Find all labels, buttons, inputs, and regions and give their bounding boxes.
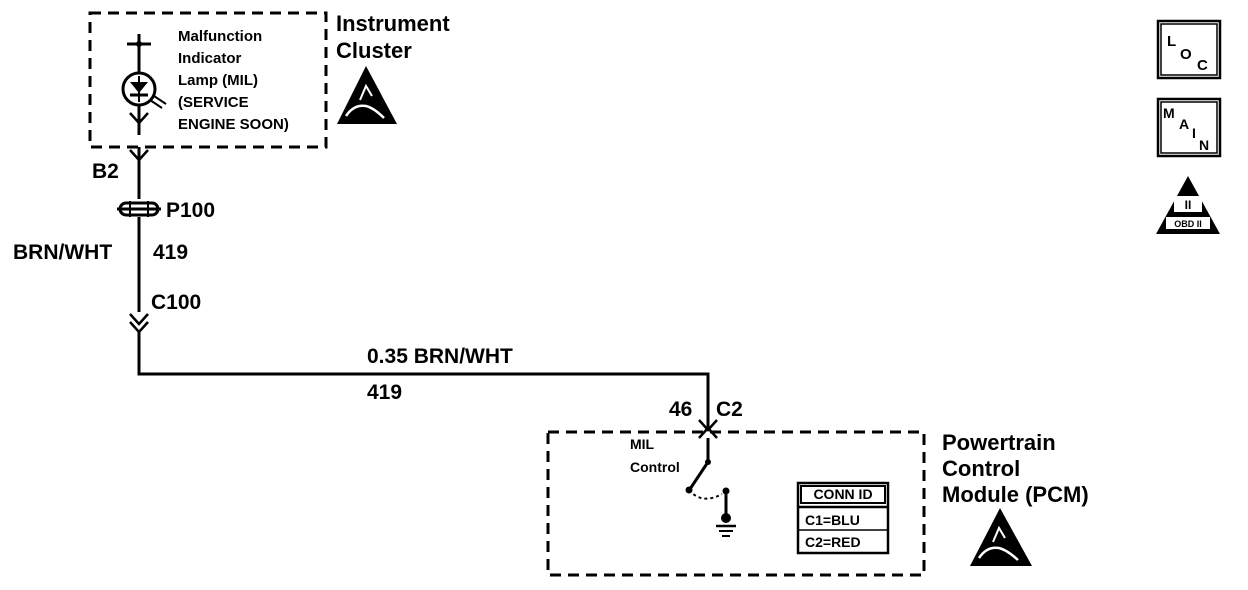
connector-c100-label: C100 bbox=[151, 291, 201, 314]
splice-p100-label: P100 bbox=[166, 199, 215, 222]
terminal-b2-label: B2 bbox=[92, 160, 119, 183]
main-icon-n: N bbox=[1199, 137, 1209, 153]
pcm-box bbox=[546, 430, 926, 577]
pcm-module: Powertrain Control Module (PCM) MIL Con bbox=[546, 430, 1089, 577]
instrument-cluster-title-line1: Instrument bbox=[336, 11, 450, 36]
circuit-419-wire bbox=[117, 147, 718, 439]
circuit-number-label: 419 bbox=[153, 241, 188, 264]
pin-46-label: 46 bbox=[669, 398, 692, 421]
ground-icon bbox=[716, 513, 736, 537]
pcm-title-line3: Module (PCM) bbox=[942, 482, 1089, 507]
obd-icon-roman: II bbox=[1185, 198, 1192, 212]
c100-connector-icon bbox=[129, 313, 149, 326]
main-icon-m: M bbox=[1163, 105, 1175, 121]
obd-ii-icon[interactable]: II OBD II bbox=[1156, 176, 1220, 234]
conn-id-row-c2: C2=RED bbox=[805, 534, 861, 550]
mil-control-label-line1: MIL bbox=[630, 436, 655, 452]
main-icon-i: I bbox=[1192, 125, 1196, 141]
splice-p100-icon bbox=[117, 201, 161, 217]
mil-lamp-icon bbox=[121, 34, 167, 135]
instrument-cluster-box bbox=[88, 11, 328, 149]
loc-icon-o: O bbox=[1180, 46, 1192, 63]
conn-id-table: CONN ID C1=BLU C2=RED bbox=[796, 481, 890, 555]
loc-icon[interactable]: L O C bbox=[1156, 19, 1222, 80]
instrument-cluster: Instrument Cluster Malfunction Indicator… bbox=[88, 11, 450, 149]
conn-id-row-c1: C1=BLU bbox=[805, 512, 860, 528]
wire-color-label: BRN/WHT bbox=[13, 241, 112, 264]
instrument-cluster-title-line2: Cluster bbox=[336, 38, 412, 63]
conn-id-header: CONN ID bbox=[813, 486, 872, 502]
circuit-number-lower-label: 419 bbox=[367, 381, 402, 404]
wire-gauge-color-label: 0.35 BRN/WHT bbox=[367, 345, 513, 368]
mil-label-line3: Lamp (MIL) bbox=[178, 72, 258, 89]
mil-label-line4: (SERVICE bbox=[178, 94, 249, 111]
obd-icon-text: OBD II bbox=[1174, 219, 1202, 229]
esd-warning-icon bbox=[337, 66, 397, 124]
connector-c2-label: C2 bbox=[716, 398, 743, 421]
loc-icon-c: C bbox=[1197, 57, 1208, 74]
mil-label-line1: Malfunction bbox=[178, 28, 262, 45]
main-icon-a: A bbox=[1179, 116, 1189, 132]
pcm-title-line2: Control bbox=[942, 456, 1020, 481]
esd-warning-icon bbox=[970, 508, 1032, 566]
main-icon[interactable]: M A I N bbox=[1156, 97, 1222, 158]
loc-icon-l: L bbox=[1167, 33, 1176, 50]
mil-control-label-line2: Control bbox=[630, 459, 680, 475]
pcm-title-line1: Powertrain bbox=[942, 430, 1056, 455]
mil-label-line5: ENGINE SOON) bbox=[178, 116, 289, 133]
mil-label-line2: Indicator bbox=[178, 50, 242, 67]
mil-control-switch-icon bbox=[685, 438, 730, 516]
c2-connector-icon bbox=[698, 419, 718, 432]
